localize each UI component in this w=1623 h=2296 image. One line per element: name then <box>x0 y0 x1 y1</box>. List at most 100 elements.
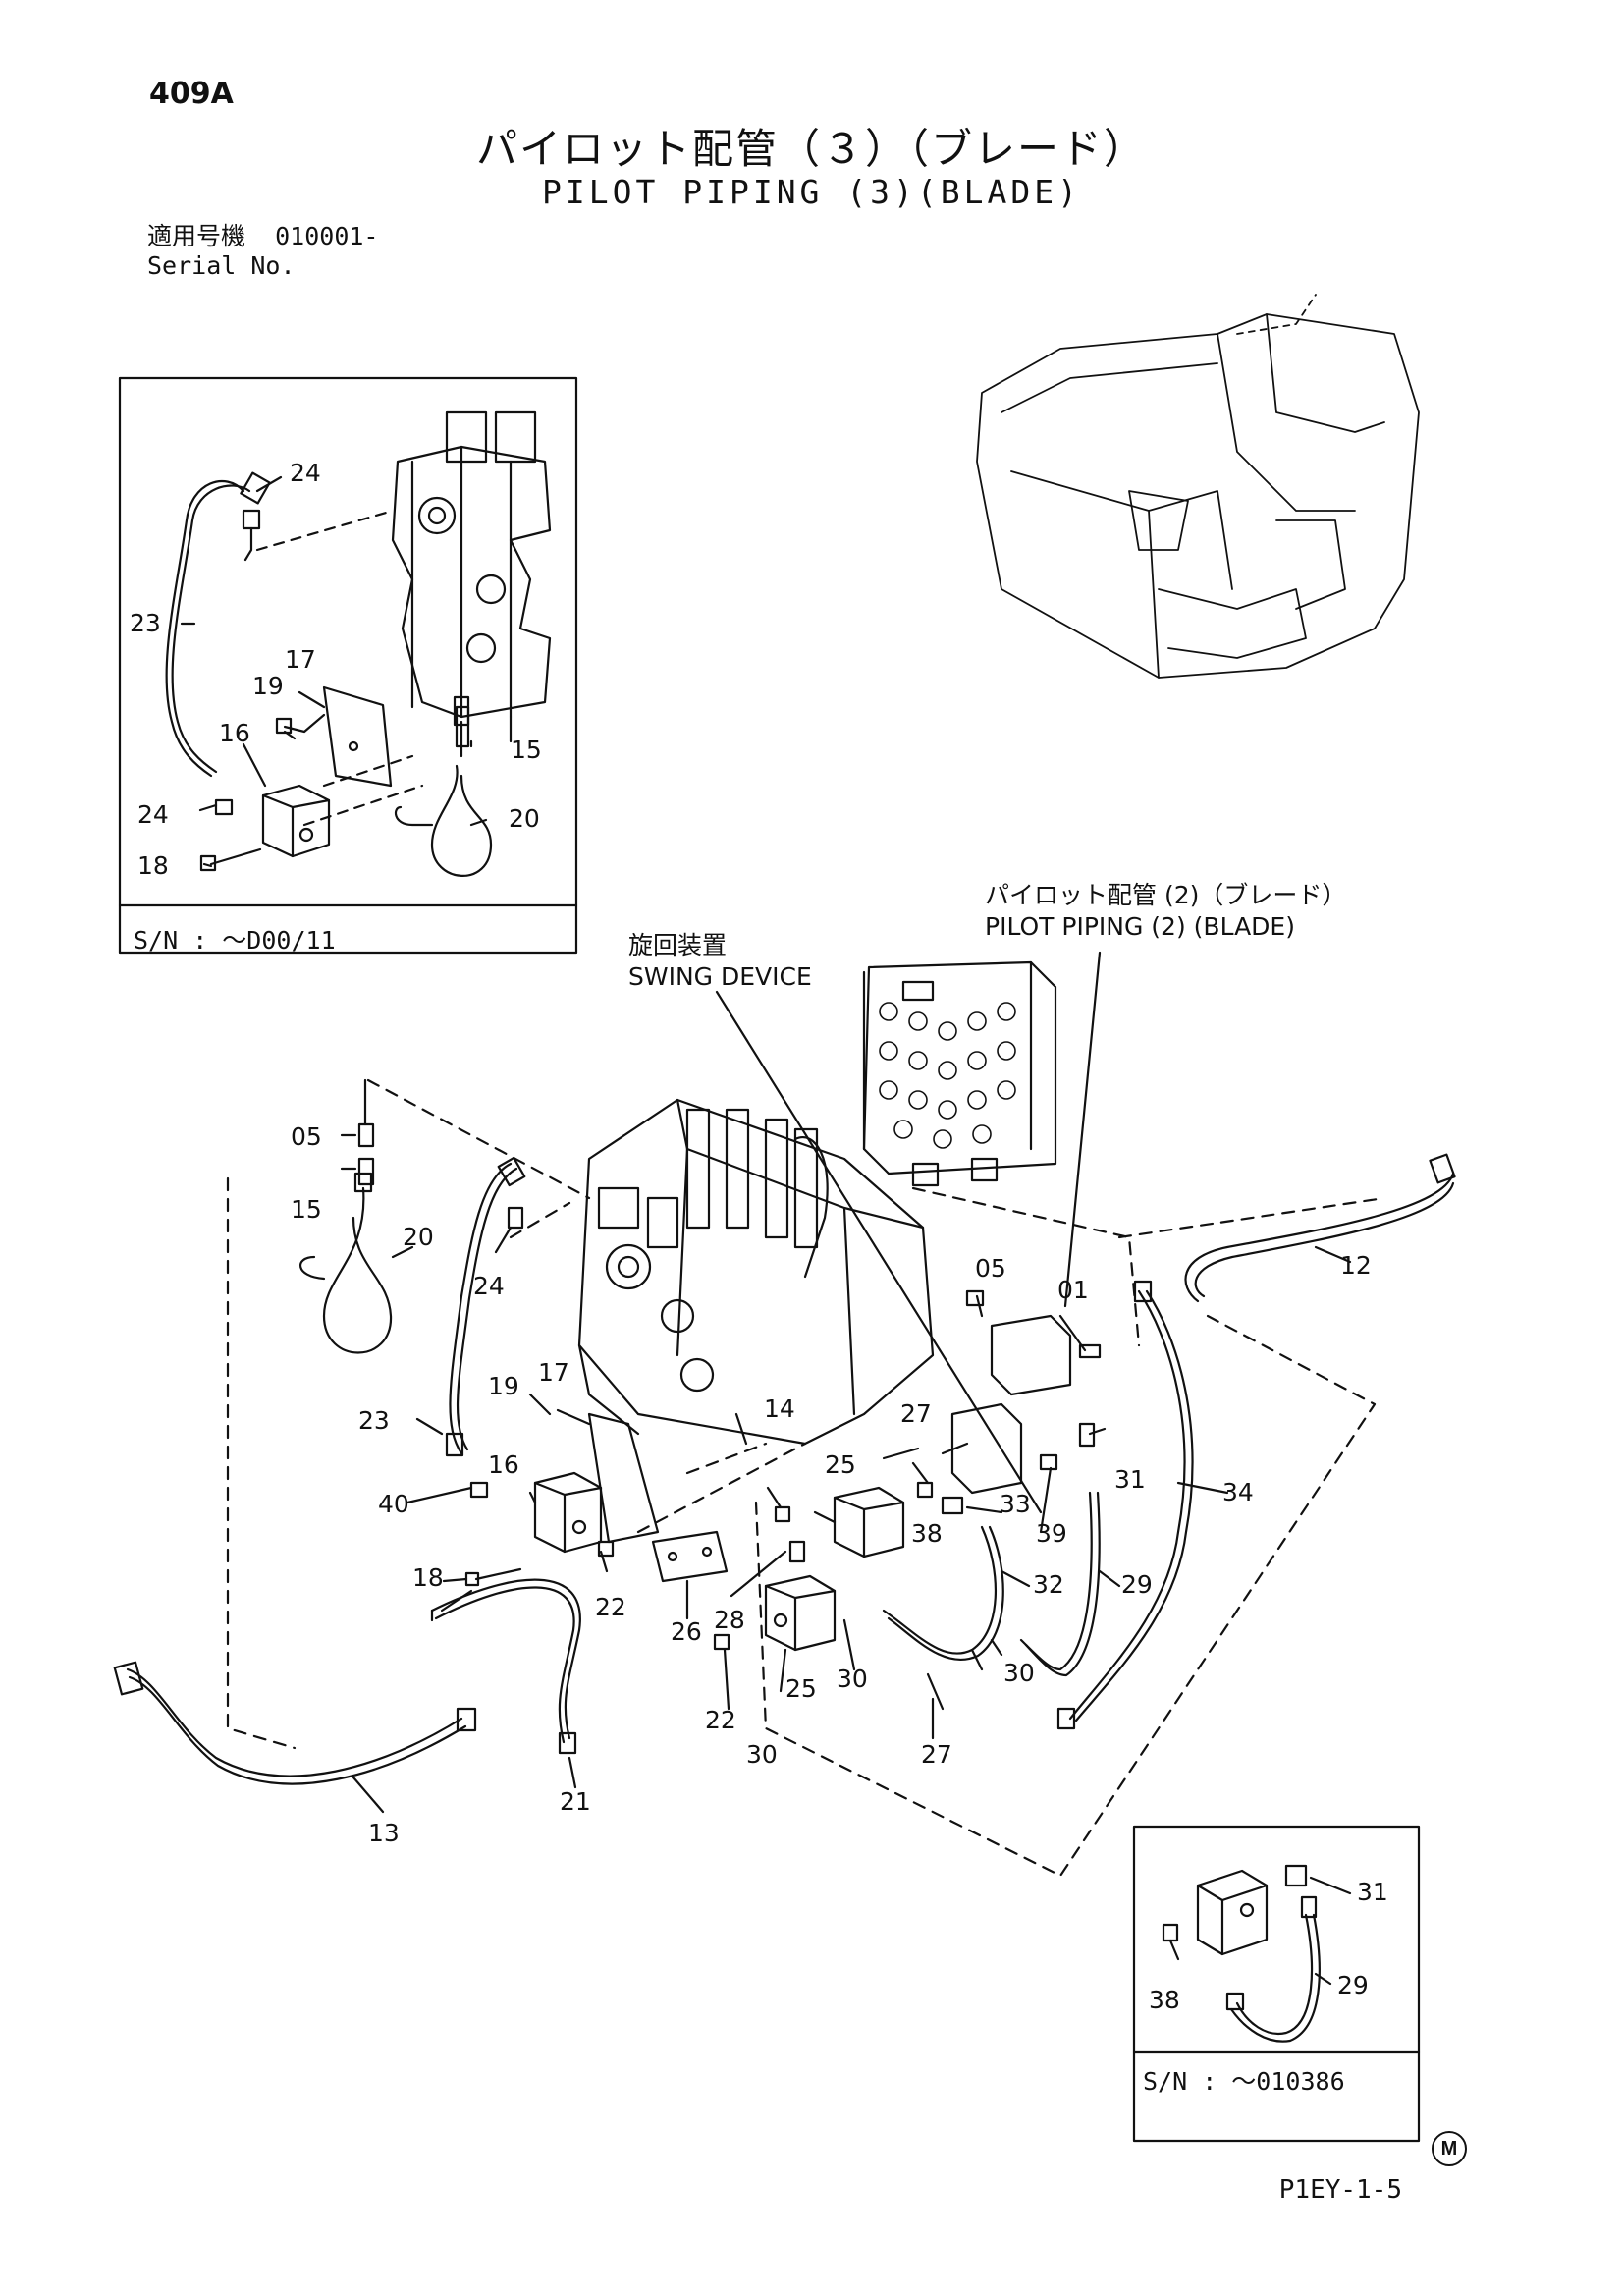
callout-31: 31 <box>1114 1465 1146 1494</box>
callout-numbers: 24 23 17 19 16 15 24 20 18 05 15 20 24 2… <box>130 459 1388 2014</box>
fitting-01 <box>1078 1343 1102 1359</box>
callout-27-upper: 27 <box>900 1399 932 1428</box>
callout-18-main: 18 <box>412 1563 444 1592</box>
callout-38-inset: 38 <box>1149 1986 1180 2014</box>
callout-24-main: 24 <box>473 1272 505 1300</box>
callout-22-lower: 22 <box>705 1706 736 1734</box>
callout-28: 28 <box>714 1606 745 1634</box>
serial-label-ja: 適用号機 <box>147 222 246 250</box>
bracket-17-inset <box>322 685 393 788</box>
callout-16-main: 16 <box>488 1450 519 1479</box>
fitting-31-inset <box>1284 1864 1308 1887</box>
fitting-39 <box>1039 1453 1058 1471</box>
callout-17-main: 17 <box>538 1358 569 1387</box>
hose-34 <box>1068 1289 1186 1721</box>
callout-24: 24 <box>290 459 321 487</box>
revision-mark: M <box>1432 2131 1467 2166</box>
callout-29: 29 <box>1121 1570 1153 1599</box>
excavator-sketch <box>976 294 1420 679</box>
hose-29 <box>1019 1491 1093 1671</box>
fitting-05-right <box>965 1289 985 1307</box>
callout-30-a: 30 <box>837 1665 868 1693</box>
callout-14: 14 <box>764 1394 795 1423</box>
callout-26: 26 <box>671 1617 702 1646</box>
hose-23-inset <box>165 479 245 778</box>
callout-38: 38 <box>911 1519 943 1548</box>
block-inset-bottom-right <box>1196 1869 1269 1956</box>
swing-device-label-ja: 旋回装置 <box>628 931 728 959</box>
callout-05-right: 05 <box>975 1254 1006 1283</box>
block-16-inset <box>261 784 331 858</box>
control-valve-sketch-inset <box>391 410 552 758</box>
callout-34: 34 <box>1222 1478 1254 1506</box>
bracket-17-main <box>587 1412 660 1544</box>
callout-25-upper: 25 <box>825 1450 856 1479</box>
callout-17: 17 <box>285 645 316 674</box>
swing-device-label-en: SWING DEVICE <box>628 962 812 991</box>
document-code: P1EY-1-5 <box>1278 2175 1402 2205</box>
block-16-main <box>533 1471 603 1554</box>
callout-15-main: 15 <box>291 1195 322 1224</box>
block-25-upper <box>833 1486 905 1558</box>
callout-19-main: 19 <box>488 1372 519 1400</box>
pilot-piping-2-label-en: PILOT PIPING (2) (BLADE) <box>985 912 1295 941</box>
callout-30-c: 30 <box>1003 1659 1035 1687</box>
callout-32: 32 <box>1033 1570 1064 1599</box>
serial-label-en: Serial No. <box>147 251 296 280</box>
hose-23-main <box>449 1162 513 1455</box>
callout-18: 18 <box>137 851 169 880</box>
callout-30-b: 30 <box>746 1740 778 1769</box>
fitting-05-main <box>357 1122 375 1148</box>
hose-13 <box>126 1667 463 1777</box>
callout-22-upper: 22 <box>595 1593 626 1621</box>
fitting-28 <box>788 1540 806 1563</box>
callout-12: 12 <box>1340 1251 1372 1280</box>
fitting-14 <box>774 1505 791 1523</box>
callout-29-inset: 29 <box>1337 1971 1369 1999</box>
hose-20-main <box>322 1186 393 1354</box>
bracket-26 <box>651 1530 729 1583</box>
callout-16: 16 <box>219 719 250 747</box>
callout-23: 23 <box>130 609 161 637</box>
serial-block: 適用号機 010001- Serial No. <box>147 222 378 281</box>
inset-bottom-right-sn: S/N : ～010386 <box>1143 2067 1345 2096</box>
title-english: PILOT PIPING (3)(BLADE) <box>542 173 1081 211</box>
block-25-lower <box>764 1574 837 1652</box>
inset-top-left-sn: S/N : ～D00/11 <box>134 926 336 955</box>
callout-39: 39 <box>1036 1519 1067 1548</box>
callout-20-main: 20 <box>403 1223 434 1251</box>
callout-33: 33 <box>1000 1490 1031 1518</box>
hose-12 <box>1184 1172 1455 1303</box>
callout-20: 20 <box>509 804 540 833</box>
fitting-31 <box>1078 1422 1096 1448</box>
serial-value: 010001- <box>275 222 379 250</box>
callout-15: 15 <box>511 736 542 764</box>
hose-21 <box>430 1578 581 1740</box>
fitting-40 <box>469 1481 489 1499</box>
leader-swing-device <box>715 990 1043 1514</box>
callout-27-lower: 27 <box>921 1740 952 1769</box>
callout-40: 40 <box>378 1490 409 1518</box>
pilot-manifold <box>862 960 1057 1187</box>
callout-05: 05 <box>291 1122 322 1151</box>
inset-top-left-frame <box>118 376 578 955</box>
fitting-33 <box>941 1496 964 1515</box>
hose-29-inset <box>1235 1913 1314 2036</box>
fitting-15-main <box>357 1157 375 1186</box>
control-valve-main <box>577 1098 935 1446</box>
callout-24-b: 24 <box>137 800 169 829</box>
hose-20-inset <box>430 764 493 877</box>
page-number: 409A <box>149 77 234 111</box>
callout-25-lower: 25 <box>785 1674 817 1703</box>
fitting-38 <box>916 1481 934 1499</box>
callout-13: 13 <box>368 1819 400 1847</box>
callout-19: 19 <box>252 672 284 700</box>
callout-21: 21 <box>560 1787 591 1816</box>
title-japanese: パイロット配管（３）（ブレード） <box>475 125 1147 173</box>
fitting-22-upper <box>597 1540 615 1558</box>
callout-23-main: 23 <box>358 1406 390 1435</box>
inset-bottom-right-frame <box>1132 1825 1421 2143</box>
fitting-22-lower <box>713 1633 730 1651</box>
callout-01: 01 <box>1057 1276 1089 1304</box>
